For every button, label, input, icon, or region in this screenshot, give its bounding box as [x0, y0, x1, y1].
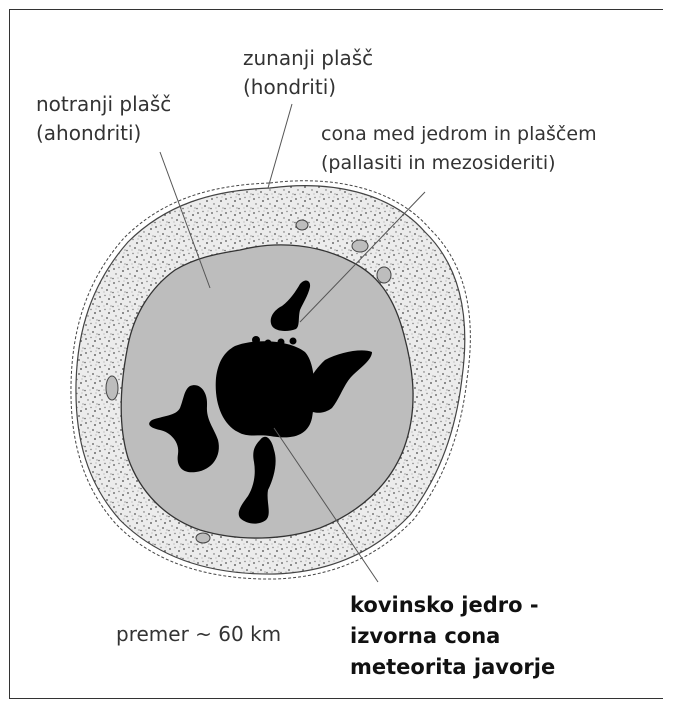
metal-core-line3: meteorita javorje — [350, 652, 555, 683]
inner-mantle-subtitle: (ahondriti) — [36, 119, 171, 148]
inner-mantle-title: notranji plašč — [36, 90, 171, 119]
label-metal-core: kovinsko jedro - izvorna cona meteorita … — [350, 590, 555, 683]
label-inner-mantle: notranji plašč (ahondriti) — [36, 90, 171, 148]
core-mantle-zone-title: cona med jedrom in plaščem — [321, 120, 597, 149]
outer-mantle-title: zunanji plašč — [243, 44, 373, 73]
label-outer-mantle: zunanji plašč (hondriti) — [243, 44, 373, 102]
metal-core-line2: izvorna cona — [350, 621, 555, 652]
diameter-text: premer ~ 60 km — [116, 620, 281, 649]
label-core-mantle-zone: cona med jedrom in plaščem (pallasiti in… — [321, 120, 597, 178]
outer-mantle-subtitle: (hondriti) — [243, 73, 373, 102]
core-mantle-zone-subtitle: (pallasiti in mezosideriti) — [321, 149, 597, 178]
metal-core-line1: kovinsko jedro - — [350, 590, 555, 621]
label-diameter: premer ~ 60 km — [116, 620, 281, 649]
